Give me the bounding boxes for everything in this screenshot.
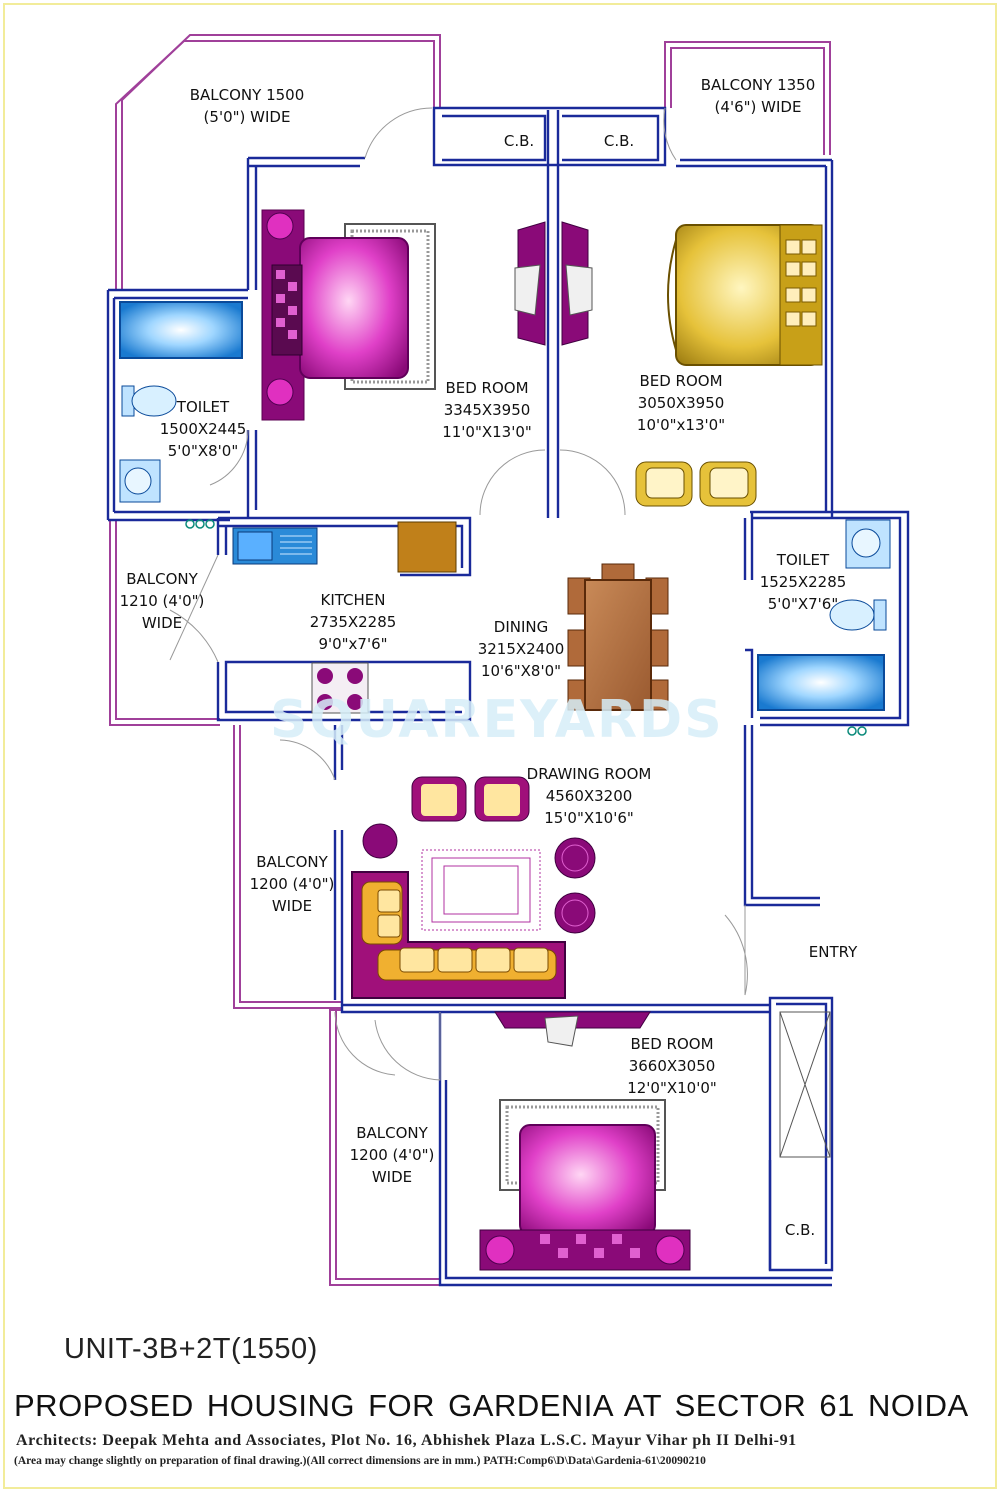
wardrobe-icon bbox=[514, 221, 593, 346]
walls bbox=[106, 106, 910, 1287]
balcony-drawing-label: BALCONY 1200 (4'0") WIDE bbox=[249, 853, 335, 915]
fridge-icon bbox=[397, 521, 457, 573]
rug-icon bbox=[421, 849, 541, 931]
bed-icon bbox=[479, 1099, 691, 1271]
cb-right-label: C.B. bbox=[603, 132, 635, 150]
dining-label: DINING 3215X2400 10'6"X8'0" bbox=[477, 618, 565, 680]
bedroom-1-label: BED ROOM 3345X3950 11'0"X13'0" bbox=[442, 379, 532, 441]
toilet-right-label: TOILET 1525X2285 5'0"X7'6" bbox=[759, 551, 847, 613]
watermark: SQUAREYARDS bbox=[270, 690, 724, 750]
balcony-outlines bbox=[109, 34, 831, 1286]
wc-icon bbox=[121, 385, 177, 417]
bed-icon bbox=[261, 209, 436, 421]
vent-icon bbox=[185, 519, 867, 736]
bedroom-2-label: BED ROOM 3050X3950 10'0"x13'0" bbox=[636, 372, 726, 434]
balcony-bottom-label: BALCONY 1200 (4'0") WIDE bbox=[349, 1124, 435, 1186]
entry-label: ENTRY bbox=[808, 943, 858, 961]
toilet-left-label: TOILET 1500X2445 5'0"X8'0" bbox=[159, 398, 247, 460]
disclaimer-note: (Area may change slightly on preparation… bbox=[14, 1455, 706, 1467]
shoe-cabinet-icon bbox=[779, 1011, 831, 1158]
bathtub-icon bbox=[119, 301, 243, 359]
cb-bottom-label: C.B. bbox=[784, 1221, 816, 1239]
armchair-icon bbox=[635, 461, 757, 507]
balcony-left-mid-label: BALCONY 1210 (4'0") WIDE bbox=[119, 570, 205, 632]
sink-icon bbox=[232, 527, 318, 565]
drawing-room-label: DRAWING ROOM 4560X3200 15'0"X10'6" bbox=[526, 765, 652, 827]
bedroom-3-label: BED ROOM 3660X3050 12'0"X10'0" bbox=[627, 1035, 717, 1097]
sofa-icon bbox=[351, 871, 566, 999]
cb-left-label: C.B. bbox=[503, 132, 535, 150]
wc-icon bbox=[829, 599, 887, 631]
balcony-top-right-label: BALCONY 1350 (4'6") WIDE bbox=[700, 76, 816, 116]
washbasin-icon bbox=[845, 519, 891, 569]
armchair-icon bbox=[411, 776, 530, 822]
architects-line: Architects: Deepak Mehta and Associates,… bbox=[16, 1432, 797, 1449]
washbasin-icon bbox=[119, 459, 161, 503]
page-border bbox=[3, 3, 997, 1489]
wardrobe-icon bbox=[494, 1011, 651, 1047]
dining-table-icon bbox=[567, 563, 669, 711]
unit-label: UNIT-3B+2T(1550) bbox=[64, 1333, 318, 1365]
bed-icon bbox=[667, 224, 823, 366]
kitchen-label: KITCHEN 2735X2285 9'0"x7'6" bbox=[309, 591, 397, 653]
bathtub-icon bbox=[757, 654, 885, 711]
balcony-top-left-label: BALCONY 1500 (5'0") WIDE bbox=[189, 86, 305, 126]
project-title: PROPOSED HOUSING FOR GARDENIA AT SECTOR … bbox=[14, 1388, 969, 1423]
door-swing-icon bbox=[169, 107, 748, 1081]
side-table-icon bbox=[362, 823, 596, 934]
hob-icon bbox=[311, 662, 369, 714]
